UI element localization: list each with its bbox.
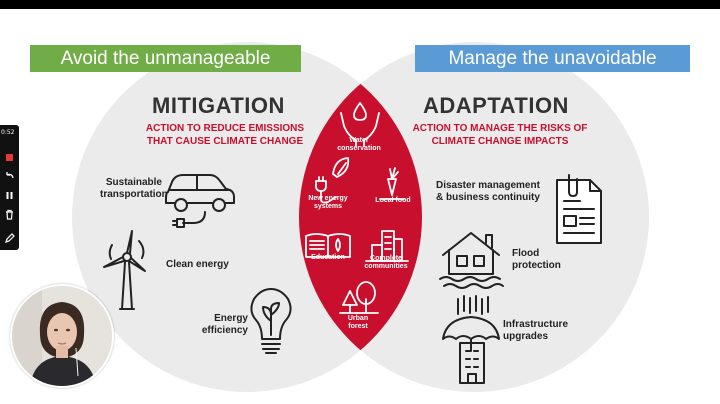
label-new-energy-systems: New energy systems <box>300 195 356 211</box>
carrot-icon <box>379 167 405 200</box>
adaptation-subtitle-line1: ACTION TO MANAGE THE RISKS OF <box>412 123 588 134</box>
webcam-bubble[interactable] <box>10 284 114 388</box>
label-line: Sustainable <box>105 177 162 188</box>
label-line: conservation <box>337 145 381 152</box>
car-icon <box>165 174 235 228</box>
label-education: Education <box>311 254 345 261</box>
water-hands-icon <box>340 102 380 147</box>
buildings-icon <box>365 230 409 262</box>
draw-button[interactable] <box>4 231 15 243</box>
label-line: Infrastructure <box>503 319 569 330</box>
label-line: communities <box>364 263 408 270</box>
venn-diagram <box>72 42 649 392</box>
flooded-house-icon <box>439 232 504 289</box>
manage-banner: Manage the unavoidable <box>415 45 690 72</box>
mitigation-subtitle-line1: ACTION TO REDUCE EMISSIONS <box>145 123 305 134</box>
label-line: Disaster management <box>436 180 540 191</box>
top-black-bar <box>0 0 720 9</box>
label-line: Complete <box>370 255 402 262</box>
label-disaster-management: Disaster management & business continuit… <box>436 180 540 204</box>
undo-button[interactable] <box>4 169 15 180</box>
label-energy-efficiency: Energy efficiency <box>198 313 248 337</box>
label-line: New energy <box>308 195 348 202</box>
trees-icon <box>339 281 379 314</box>
adaptation-title: ADAPTATION <box>423 93 569 118</box>
label-line: transportation <box>100 189 168 200</box>
stop-button[interactable] <box>4 150 15 161</box>
label-line: Flood <box>512 248 540 259</box>
undo-icon <box>6 172 14 179</box>
pause-icon <box>6 192 13 199</box>
overlap-lens <box>299 42 422 392</box>
label-line: protection <box>512 260 561 271</box>
label-urban-forest: Urban forest <box>338 315 378 331</box>
label-line: Energy <box>214 313 248 324</box>
adaptation-subtitle: ACTION TO MANAGE THE RISKS OF CLIMATE CH… <box>405 122 595 148</box>
label-line: systems <box>313 203 343 210</box>
delete-button[interactable] <box>4 207 15 220</box>
pause-button[interactable] <box>4 188 15 199</box>
document-checklist-icon <box>556 174 602 244</box>
umbrella-building-icon <box>442 295 500 384</box>
label-flood-protection: Flood protection <box>512 248 561 272</box>
label-water-conservation: Water conservation <box>330 137 388 153</box>
wind-turbine-icon <box>103 230 146 310</box>
label-line: Urban <box>347 315 369 322</box>
label-line: forest <box>348 323 368 330</box>
label-sustainable-transportation: Sustainable transportation <box>100 177 168 201</box>
trash-icon <box>6 209 13 220</box>
label-infrastructure-upgrades: Infrastructure upgrades <box>503 319 568 343</box>
recording-timer: 0:52 <box>1 129 15 136</box>
adaptation-subtitle-line2: CLIMATE CHANGE IMPACTS <box>431 136 569 147</box>
stop-icon <box>6 154 13 161</box>
label-line: upgrades <box>503 331 549 342</box>
plug-leaf-icon <box>315 157 350 204</box>
light-bulb-icon <box>250 288 292 354</box>
label-local-food: Local food <box>375 197 411 204</box>
label-line: Water <box>349 137 369 144</box>
label-line: efficiency <box>201 325 248 336</box>
label-complete-communities: Complete communities <box>360 255 412 271</box>
mitigation-subtitle: ACTION TO REDUCE EMISSIONS THAT CAUSE CL… <box>140 122 310 148</box>
mitigation-title: MITIGATION <box>152 93 285 118</box>
label-clean-energy: Clean energy <box>166 259 229 270</box>
label-line: & business continuity <box>436 192 540 203</box>
recording-toolbar: 0:52 <box>0 125 19 250</box>
presentation-slide: Avoid the unmanageable Manage the unavoi… <box>0 9 720 404</box>
book-icon <box>305 233 351 258</box>
avoid-banner: Avoid the unmanageable <box>30 45 301 72</box>
presenter-avatar <box>12 286 112 386</box>
pen-icon <box>5 233 15 243</box>
mitigation-subtitle-line2: THAT CAUSE CLIMATE CHANGE <box>146 136 304 147</box>
